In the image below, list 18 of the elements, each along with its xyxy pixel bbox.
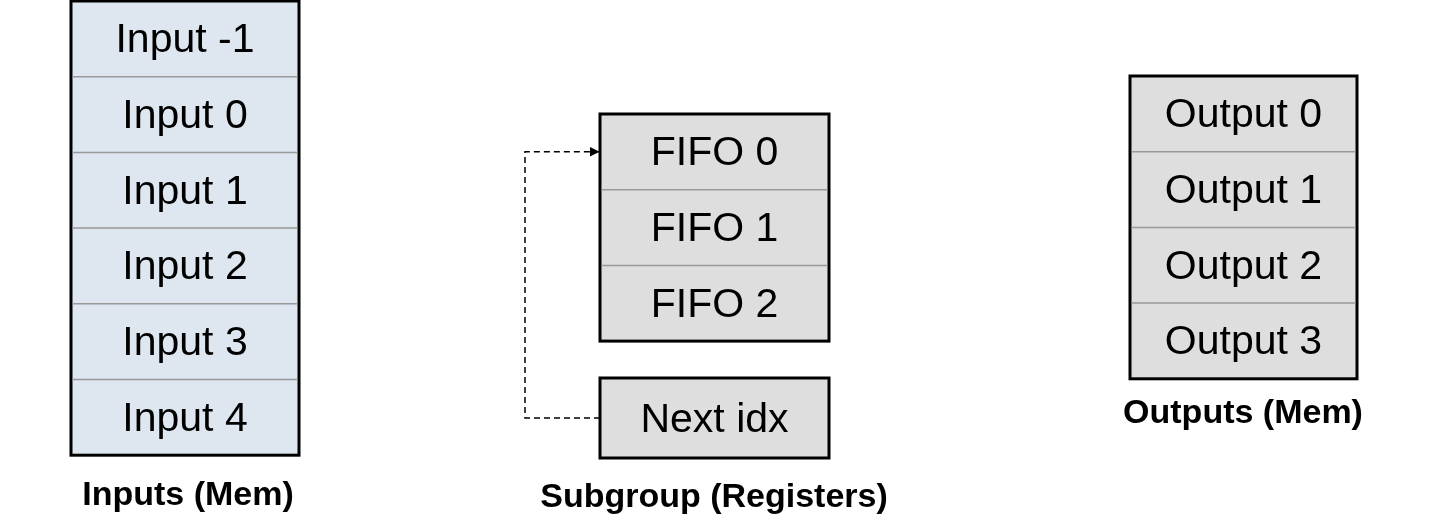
slot-label: Input -1 <box>115 15 255 63</box>
slot-label: Output 0 <box>1164 90 1323 138</box>
slot-label: Output 1 <box>1164 166 1323 214</box>
slot-label: FIFO 0 <box>650 128 779 176</box>
slot-label: Input 3 <box>122 318 248 366</box>
group-caption: Outputs (Mem) <box>1123 392 1363 431</box>
slot-label: FIFO 1 <box>650 204 779 252</box>
arrow <box>524 146 601 419</box>
group-caption: Inputs (Mem) <box>82 474 294 513</box>
slot-label: Input 0 <box>122 91 248 139</box>
slot-label: Next idx <box>640 394 789 442</box>
slot-label: Input 1 <box>122 166 248 214</box>
slot-label: Output 3 <box>1164 317 1323 365</box>
slot-label: Input 2 <box>122 242 248 290</box>
slot-label: FIFO 2 <box>650 279 779 327</box>
slot-label: Output 2 <box>1164 241 1323 289</box>
slot-label: Input 4 <box>122 393 248 441</box>
group-caption: Subgroup (Registers) <box>540 476 888 515</box>
